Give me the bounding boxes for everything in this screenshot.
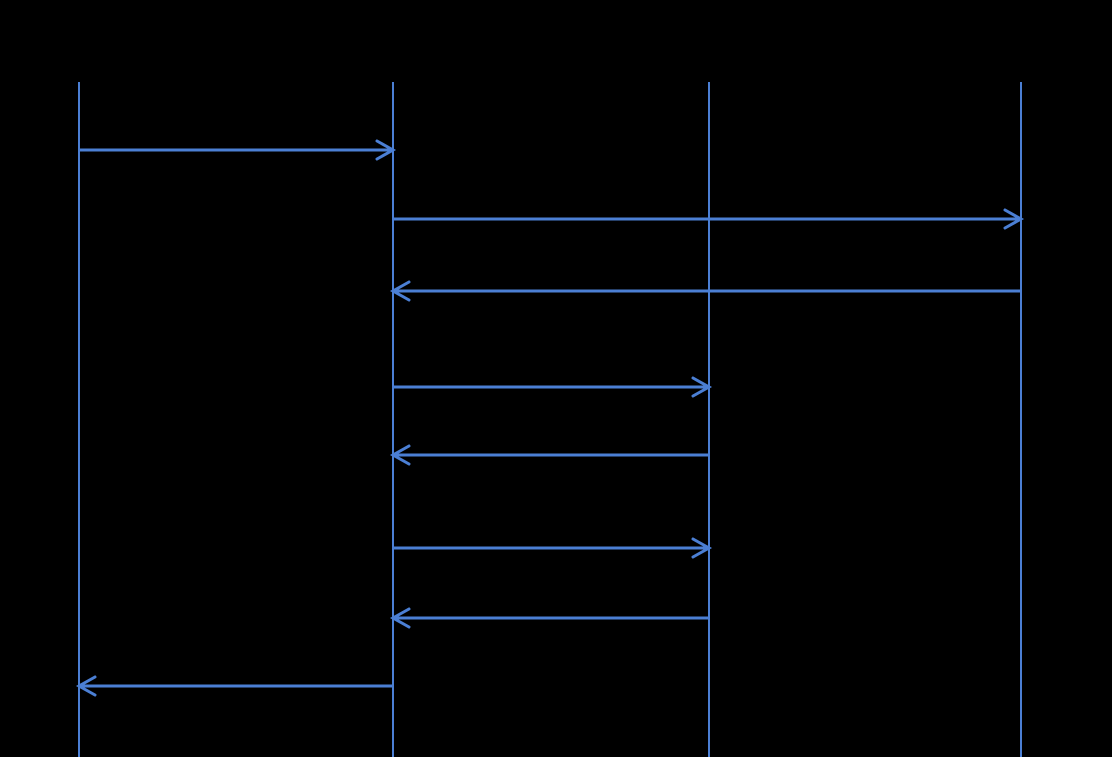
message-arrowhead-4: [691, 376, 713, 398]
message-3: [389, 280, 1021, 302]
message-4: [393, 376, 713, 398]
message-arrowhead-2: [1003, 208, 1025, 230]
lifelines-group: [78, 82, 1022, 757]
message-8: [75, 675, 393, 697]
message-1: [79, 139, 397, 161]
message-2: [393, 208, 1025, 230]
message-5: [389, 444, 709, 466]
message-7: [389, 607, 709, 629]
message-arrowhead-3: [389, 280, 411, 302]
message-6: [393, 537, 713, 559]
message-arrowhead-1: [375, 139, 397, 161]
message-arrowhead-5: [389, 444, 411, 466]
message-arrowhead-6: [691, 537, 713, 559]
message-arrowhead-7: [389, 607, 411, 629]
messages-group: [75, 139, 1025, 697]
message-arrowhead-8: [75, 675, 97, 697]
